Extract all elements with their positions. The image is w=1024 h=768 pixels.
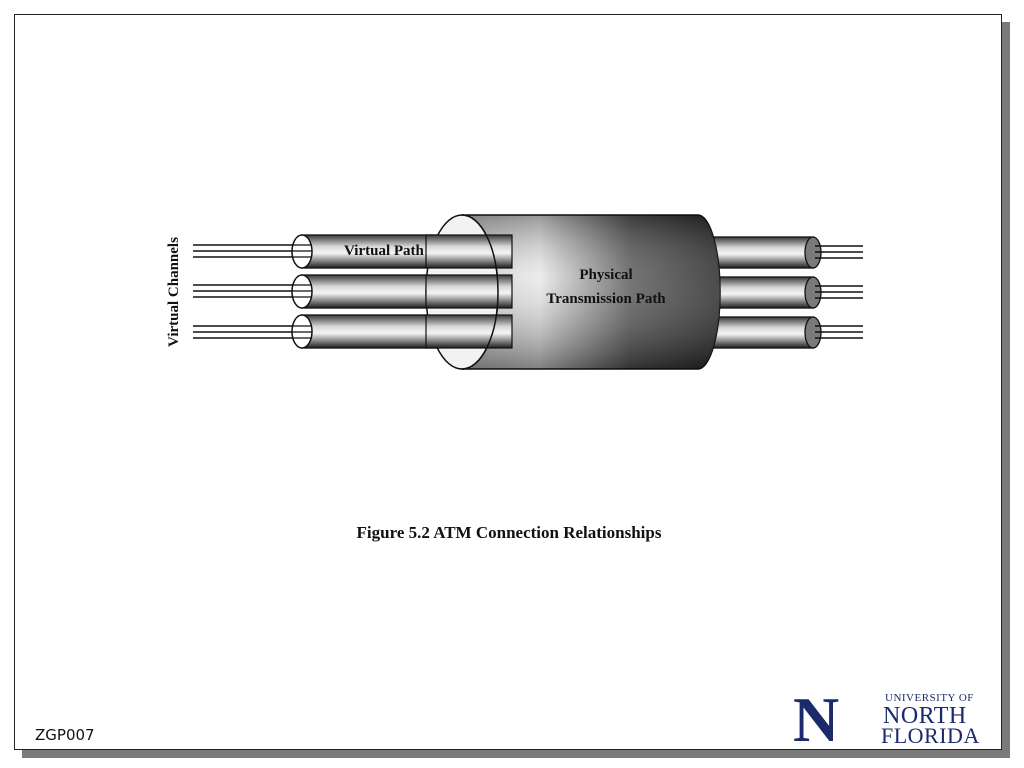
unf-logo-n-mark: N [793,687,839,747]
transmission-path-label: Transmission Path [546,291,666,307]
unf-logo-florida: FLORIDA [881,723,980,747]
figure-caption: Figure 5.2 ATM Connection Relationships [356,523,662,542]
slide-code: ZGP007 [35,726,95,744]
unf-logo-north: NORTH [883,703,967,729]
unf-logo-university-of: UNIVERSITY OF [885,692,974,704]
virtual-path-label: Virtual Path [344,243,425,259]
physical-transmission-path-cylinder [425,214,721,370]
unf-logo: N UNIVERSITY OF NORTH FLORIDA [793,687,980,747]
right-virtual-channel-lines [815,245,863,339]
right-virtual-path-tubes [704,236,822,349]
physical-label: Physical [579,267,632,283]
left-virtual-channel-lines [193,244,307,339]
atm-connection-diagram: Virtual Channels Virtual Path Physical T… [166,214,863,370]
virtual-channels-label: Virtual Channels [166,237,182,347]
slide: Virtual Channels Virtual Path Physical T… [14,14,1002,750]
